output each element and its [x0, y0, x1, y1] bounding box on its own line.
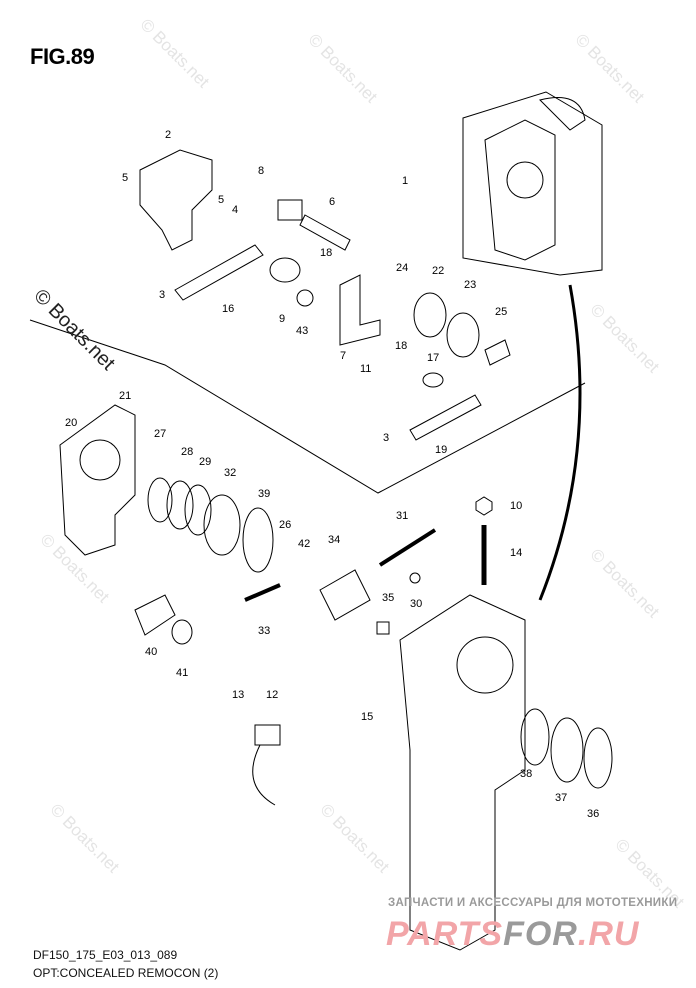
part-21-housing — [59, 404, 136, 556]
callout-label: 27 — [154, 428, 166, 440]
assembly-arrow — [538, 284, 582, 601]
callout-label: 10 — [510, 500, 522, 512]
callout-label: 1 — [402, 175, 408, 187]
callout-label: 8 — [258, 165, 264, 177]
callout-label: 31 — [396, 510, 408, 522]
callout-label: 18 — [320, 247, 332, 259]
callout-label: 15 — [361, 711, 373, 723]
part-9 — [269, 257, 301, 283]
advert-logo: PARTSFOR.RU — [386, 916, 639, 952]
callout-label: 20 — [65, 417, 77, 429]
callout-label: 9 — [279, 313, 285, 325]
callout-label: 13 — [232, 689, 244, 701]
part-34 — [319, 569, 371, 621]
callout-label: 5 — [122, 172, 128, 184]
part-25-spring — [484, 339, 511, 366]
logo-part: FOR — [503, 915, 578, 953]
callout-label: 41 — [176, 667, 188, 679]
part-2 — [139, 149, 213, 251]
part-31-rod — [378, 528, 437, 567]
callout-label: 6 — [329, 196, 335, 208]
callout-label: 37 — [555, 792, 567, 804]
part-30 — [409, 572, 421, 584]
callout-label: 28 — [181, 446, 193, 458]
callout-label: 17 — [427, 352, 439, 364]
callout-label: 30 — [410, 598, 422, 610]
callout-label: 23 — [464, 279, 476, 291]
part-16-lever — [174, 244, 264, 301]
callout-label: 7 — [340, 350, 346, 362]
callout-label: 3 — [159, 289, 165, 301]
part-41 — [171, 619, 193, 645]
callout-label: 43 — [296, 325, 308, 337]
callout-label: 39 — [258, 488, 270, 500]
callout-label: 34 — [328, 534, 340, 546]
callout-label: 14 — [510, 547, 522, 559]
part-23 — [446, 312, 480, 358]
logo-part: PARTS — [386, 915, 504, 953]
part-12-switch — [254, 724, 281, 746]
part-12-wire — [252, 744, 276, 806]
part-32 — [203, 494, 241, 556]
part-22 — [413, 292, 447, 338]
logo-part: .RU — [577, 915, 640, 953]
callout-label: 2 — [165, 129, 171, 141]
callout-label: 19 — [435, 444, 447, 456]
callout-label: 38 — [520, 768, 532, 780]
part-35 — [376, 621, 390, 635]
callout-label: 22 — [432, 265, 444, 277]
callout-label: 18 — [395, 340, 407, 352]
figure-caption: OPT:CONCEALED REMOCON (2) — [33, 966, 219, 980]
part-39 — [242, 507, 274, 573]
part-38 — [520, 708, 550, 766]
callout-label: 24 — [396, 262, 408, 274]
callout-label: 11 — [360, 363, 371, 375]
callout-label: 42 — [298, 538, 310, 550]
main-housing — [399, 594, 526, 951]
part-43 — [296, 289, 314, 307]
part-6-shaft — [299, 214, 351, 251]
callout-label: 26 — [279, 519, 291, 531]
part-8 — [277, 199, 303, 221]
callout-label: 16 — [222, 303, 234, 315]
part-37 — [550, 717, 584, 783]
part-27 — [147, 477, 173, 523]
part-1-remote-control-box — [462, 91, 603, 276]
section-outline — [29, 319, 586, 494]
part-36 — [583, 727, 613, 789]
callout-label: 32 — [224, 467, 236, 479]
callout-label: 29 — [199, 456, 211, 468]
callout-label: 5 — [218, 194, 224, 206]
callout-label: 12 — [266, 689, 278, 701]
callout-label: 40 — [145, 646, 157, 658]
callout-label: 25 — [495, 306, 507, 318]
callout-label: 4 — [232, 204, 238, 216]
figure-title: FIG.89 — [30, 44, 95, 69]
part-10-nut — [475, 496, 493, 516]
part-33-pin — [244, 583, 281, 602]
part-7-plate — [339, 274, 381, 346]
advert-tagline: ЗАПЧАСТИ И АКСЕССУАРЫ ДЛЯ МОТОТЕХНИКИ — [388, 897, 678, 909]
callout-label: 36 — [587, 808, 599, 820]
callout-label: 3 — [383, 432, 389, 444]
part-29 — [184, 484, 212, 536]
part-40 — [134, 594, 176, 636]
part-19 — [409, 394, 482, 441]
part-17 — [422, 372, 444, 388]
figure-code: DF150_175_E03_013_089 — [33, 948, 178, 962]
callout-label: 33 — [258, 625, 270, 637]
part-28 — [166, 480, 194, 530]
callout-label: 21 — [119, 390, 131, 402]
callout-label: 35 — [382, 592, 394, 604]
